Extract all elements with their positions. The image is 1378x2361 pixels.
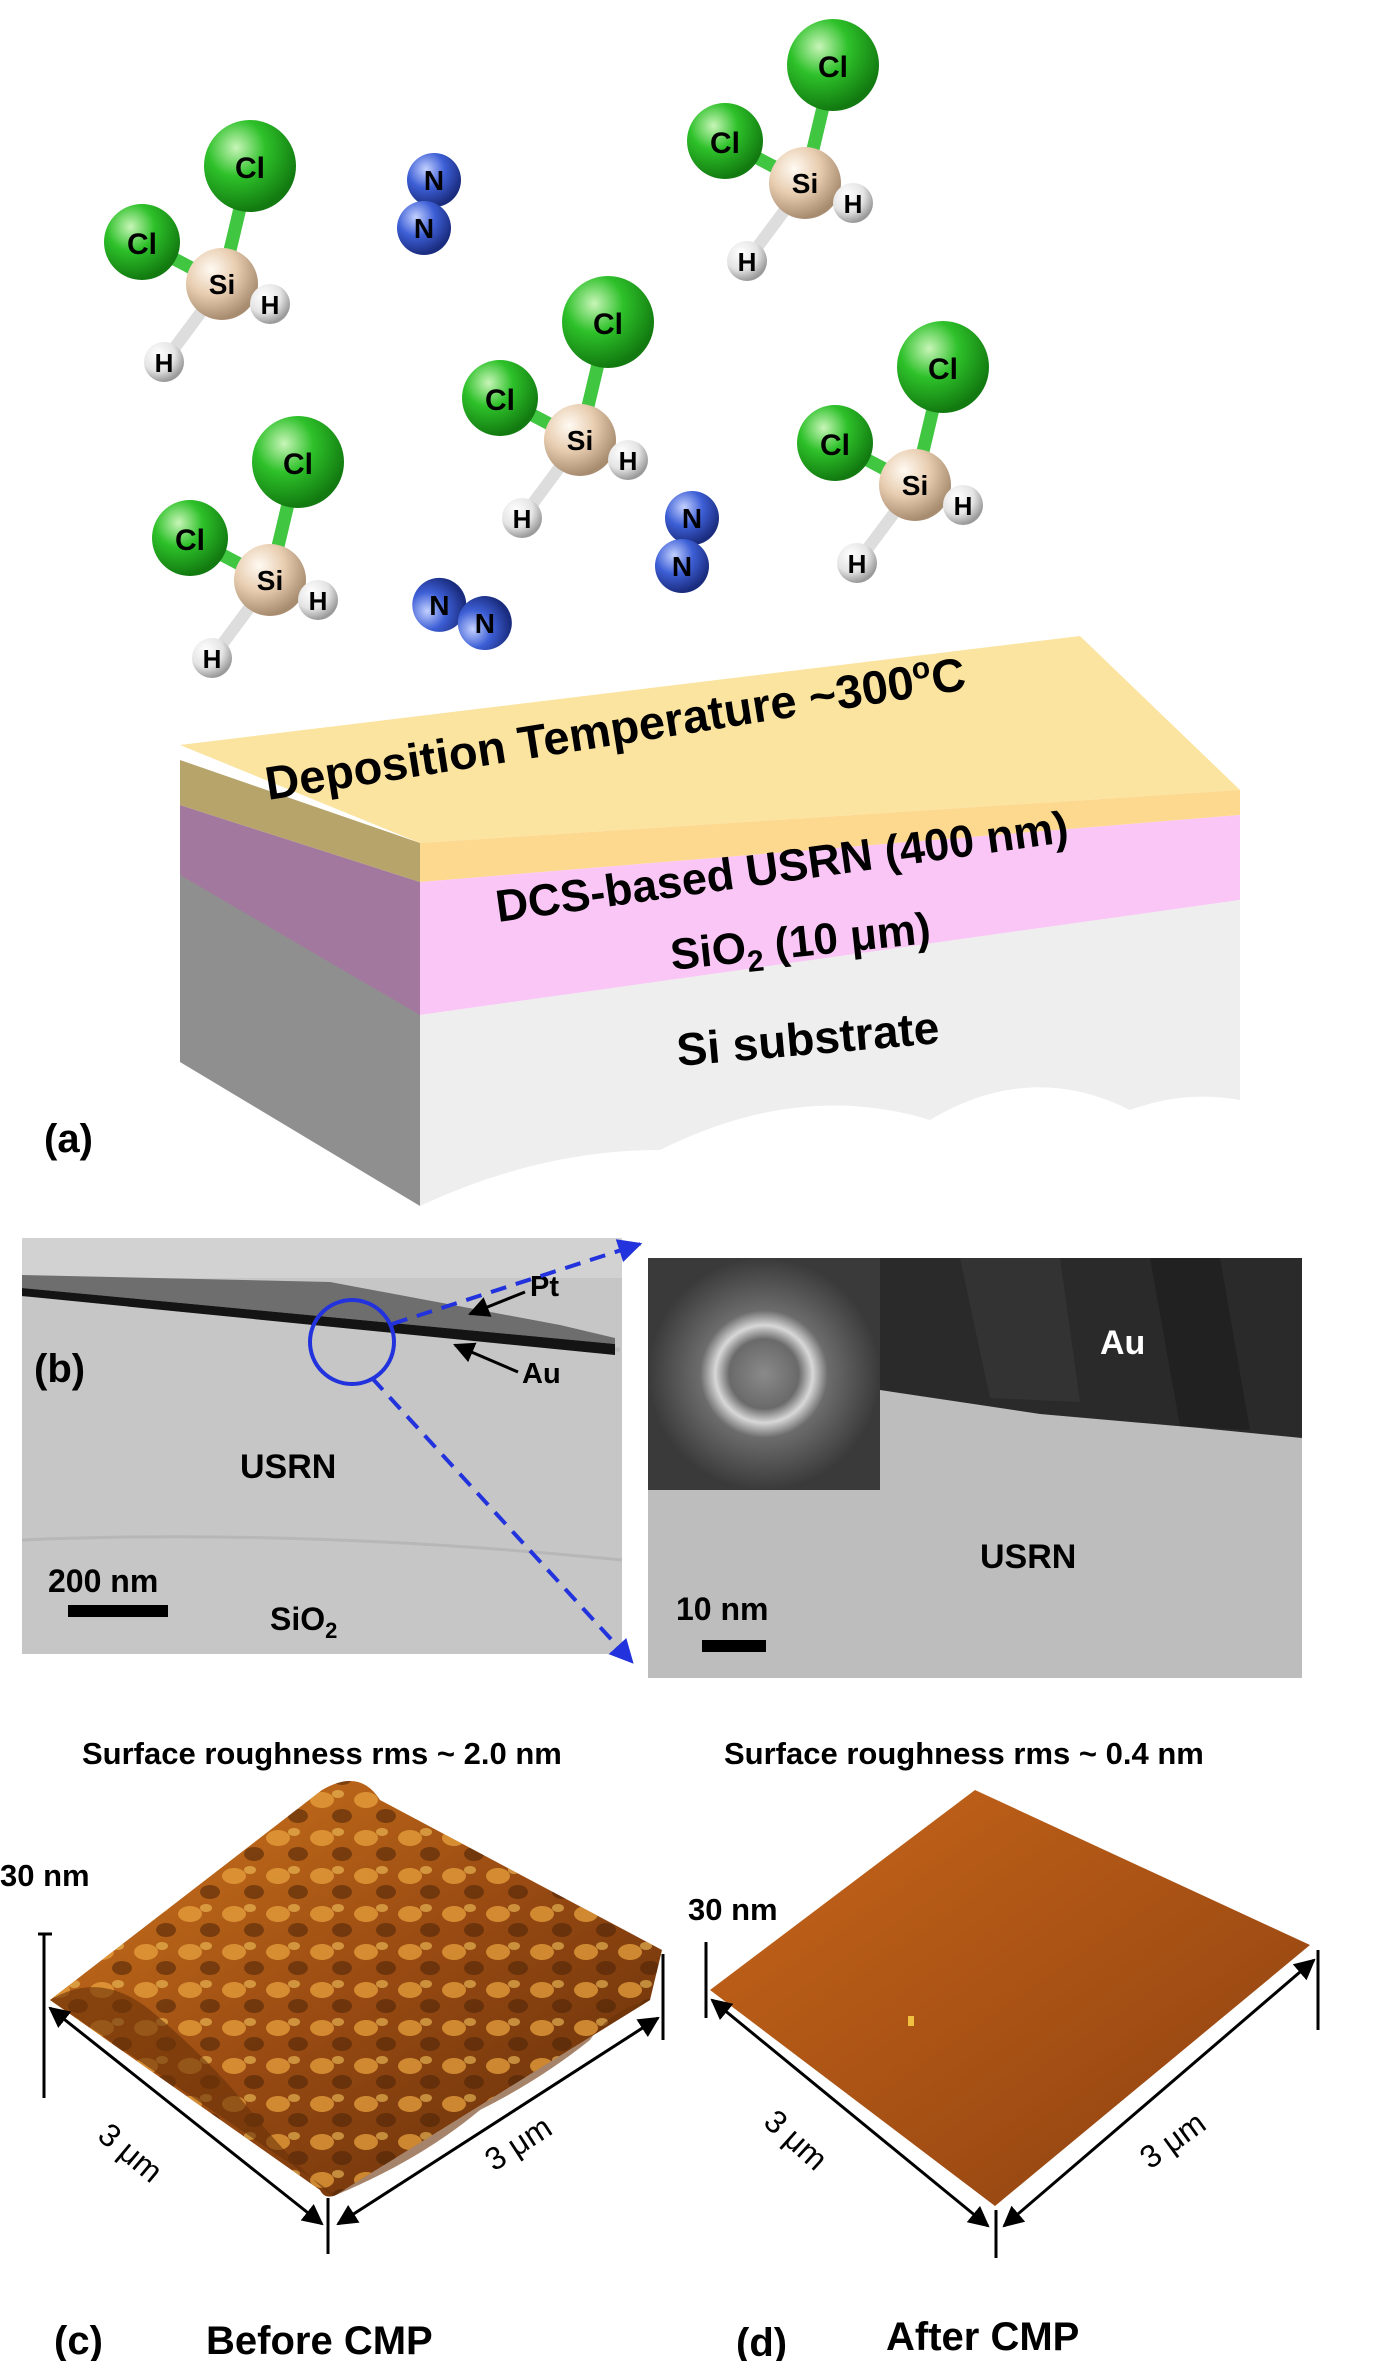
dcs-molecule: Cl Cl Si H H bbox=[104, 120, 296, 382]
svg-text:Si: Si bbox=[209, 269, 235, 300]
scale-bar-200nm bbox=[68, 1605, 168, 1617]
svg-text:H: H bbox=[513, 504, 532, 534]
n2-molecule: N N bbox=[406, 574, 518, 655]
svg-text:H: H bbox=[261, 290, 280, 320]
svg-text:H: H bbox=[844, 189, 863, 219]
svg-text:H: H bbox=[848, 549, 867, 579]
au-label: Au bbox=[522, 1358, 561, 1390]
svg-text:N: N bbox=[414, 213, 434, 244]
svg-text:Cl: Cl bbox=[127, 228, 157, 261]
layer-stack bbox=[180, 636, 1240, 1206]
usrn-front-face bbox=[420, 790, 1240, 882]
tem-image-overview: Pt Au (b) USRN 200 nm SiO2 bbox=[21, 1238, 623, 1654]
pt-layer bbox=[22, 1275, 615, 1344]
svg-text:N: N bbox=[682, 503, 702, 534]
svg-text:H: H bbox=[954, 491, 973, 521]
panel-c-title: Surface roughness rms ~ 2.0 nm bbox=[82, 1736, 562, 1771]
surface-particle bbox=[908, 2016, 914, 2026]
dim-label-right-c: 3 μm bbox=[478, 2109, 558, 2178]
au-label-zoomed: Au bbox=[1100, 1324, 1145, 1362]
n2-molecule: N N bbox=[397, 153, 461, 255]
svg-text:Cl: Cl bbox=[820, 429, 850, 462]
panel-d-label: (d) bbox=[736, 2321, 787, 2361]
zoom-circle bbox=[308, 1298, 396, 1386]
usrn-label: USRN bbox=[240, 1448, 336, 1486]
n2-molecule: N N bbox=[655, 491, 719, 593]
panel-c-caption: Before CMP bbox=[206, 2319, 433, 2361]
panel-b: Pt Au (b) USRN 200 nm SiO2 Au USRN 10 nm bbox=[21, 1238, 1302, 1678]
dcs-molecule: Cl Cl Si H H bbox=[687, 19, 879, 281]
svg-text:Si: Si bbox=[567, 425, 593, 456]
svg-text:Cl: Cl bbox=[593, 308, 623, 341]
afm-surface-before-cmp bbox=[50, 1781, 662, 2197]
au-layer bbox=[22, 1288, 615, 1355]
scale-bar-10nm bbox=[702, 1640, 766, 1652]
dim-arrow-right-c bbox=[336, 2016, 660, 2226]
dichlorosilane-molecules: Cl Cl Si H H Cl Cl Si H H Cl Cl Si H H bbox=[104, 19, 989, 678]
zoom-line-bottom bbox=[370, 1376, 634, 1664]
panel-d-caption: After CMP bbox=[886, 2315, 1079, 2359]
svg-text:N: N bbox=[424, 165, 444, 196]
dim-arrow-left-c bbox=[48, 2006, 324, 2226]
svg-text:H: H bbox=[619, 446, 638, 476]
svg-text:H: H bbox=[309, 586, 328, 616]
tem-image-zoomed: Au USRN 10 nm bbox=[648, 1258, 1302, 1678]
panel-d-z-scale: 30 nm bbox=[688, 1892, 778, 1927]
zoom-line-top bbox=[391, 1239, 643, 1326]
svg-text:N: N bbox=[429, 590, 449, 621]
dcs-molecule: Cl Cl Si H H bbox=[152, 416, 344, 678]
svg-text:N: N bbox=[672, 551, 692, 582]
svg-text:Cl: Cl bbox=[928, 353, 958, 386]
panel-c: Surface roughness rms ~ 2.0 nm 30 nm 3 μ… bbox=[0, 1736, 665, 2361]
svg-text:Cl: Cl bbox=[710, 127, 740, 160]
panel-a: Deposition Temperature ~300oC DCS-based … bbox=[44, 19, 1240, 1206]
sio2-label: SiO2 bbox=[270, 1601, 337, 1643]
svg-text:Si: Si bbox=[792, 168, 818, 199]
nitrogen-molecules: N N N N N N bbox=[397, 153, 719, 654]
dim-label-left-c: 3 μm bbox=[92, 2116, 170, 2190]
usrn-label-zoomed: USRN bbox=[980, 1538, 1076, 1576]
svg-text:H: H bbox=[203, 644, 222, 674]
panel-c-label: (c) bbox=[54, 2319, 103, 2361]
svg-text:H: H bbox=[155, 348, 174, 378]
substrate-front-face bbox=[420, 900, 1240, 1206]
svg-text:Cl: Cl bbox=[283, 448, 313, 481]
svg-text:Si: Si bbox=[257, 565, 283, 596]
svg-text:N: N bbox=[475, 608, 495, 639]
svg-text:H: H bbox=[738, 247, 757, 277]
usrn-side-face bbox=[180, 760, 420, 882]
panel-c-z-scale: 30 nm bbox=[0, 1858, 90, 1893]
dim-arrow-right-d bbox=[1002, 1958, 1316, 2228]
svg-text:Cl: Cl bbox=[818, 51, 848, 84]
panel-a-label: (a) bbox=[44, 1117, 93, 1161]
svg-text:Cl: Cl bbox=[175, 524, 205, 557]
panel-d: Surface roughness rms ~ 0.4 nm 30 nm 3 μ… bbox=[688, 1736, 1320, 2361]
sio2-side-face bbox=[180, 805, 420, 1015]
dim-label-right-d: 3 μm bbox=[1133, 2104, 1212, 2175]
sio2-front-face bbox=[420, 815, 1240, 1015]
dcs-molecule: Cl Cl Si H H bbox=[462, 276, 654, 538]
dim-label-left-d: 3 μm bbox=[757, 2102, 834, 2177]
dcs-molecule: Cl Cl Si H H bbox=[797, 321, 989, 583]
svg-text:Si: Si bbox=[902, 470, 928, 501]
scale-bar-10nm-label: 10 nm bbox=[676, 1591, 768, 1627]
panel-d-title: Surface roughness rms ~ 0.4 nm bbox=[724, 1736, 1204, 1771]
svg-text:Cl: Cl bbox=[485, 384, 515, 417]
dim-arrow-left-d bbox=[710, 1998, 990, 2228]
panel-b-label: (b) bbox=[34, 1347, 85, 1391]
scale-bar-200nm-label: 200 nm bbox=[48, 1563, 158, 1599]
fft-inset bbox=[648, 1258, 880, 1490]
svg-text:Cl: Cl bbox=[235, 152, 265, 185]
deposition-top-face bbox=[180, 636, 1240, 843]
